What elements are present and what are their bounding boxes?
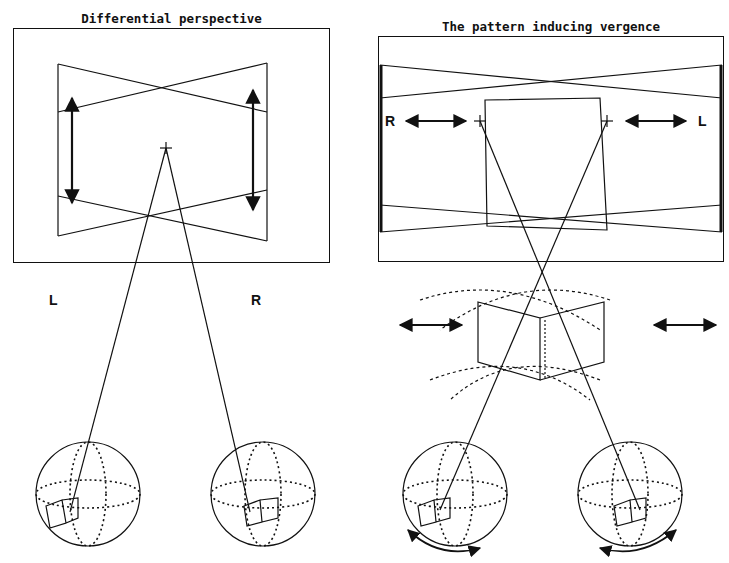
panel-frame: Differential perspective [13, 28, 330, 263]
panel-title: The pattern inducing vergence [379, 19, 723, 34]
eye-label: L [48, 292, 59, 308]
panel-frame: The pattern inducing vergence [378, 36, 724, 262]
panel-title: Differential perspective [14, 11, 329, 26]
eye-label: R [250, 292, 262, 308]
eye-label: L [697, 113, 708, 129]
eye-label: R [384, 113, 396, 129]
